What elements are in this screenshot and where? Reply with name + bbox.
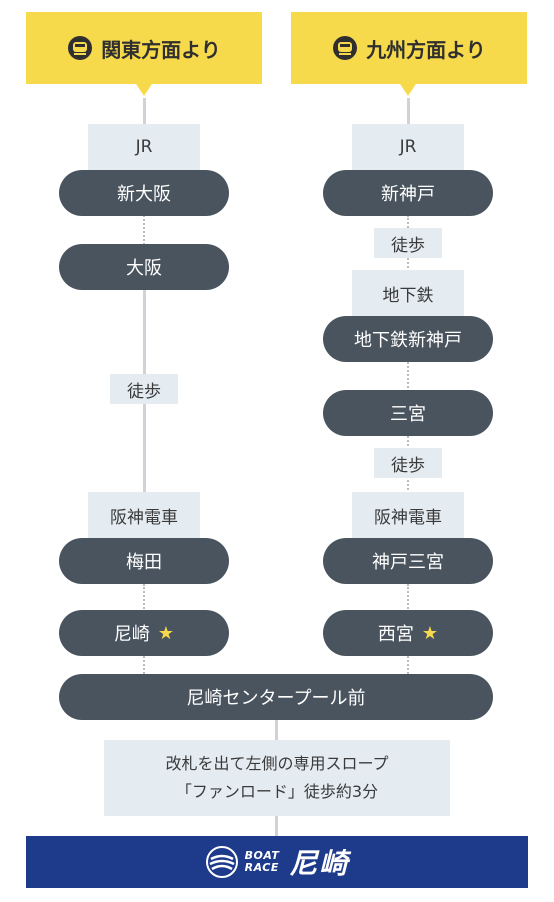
- walk-label: 徒歩: [374, 228, 442, 258]
- connector-line: [143, 290, 146, 540]
- connector-dotted: [407, 656, 409, 678]
- station-nishinomiya: 西宮 ★: [323, 610, 493, 656]
- walk-label: 徒歩: [110, 374, 178, 404]
- line-label-subway: 地下鉄: [352, 270, 464, 316]
- connector-dotted: [143, 656, 145, 678]
- station-shinosaka: 新大阪: [59, 170, 229, 216]
- boatrace-amagasaki-banner: BOAT RACE 尼崎: [26, 836, 528, 888]
- connector-dotted: [407, 215, 409, 319]
- connector-dotted: [407, 436, 409, 538]
- connector-line: [143, 98, 146, 126]
- line-label-jr: JR: [88, 124, 200, 170]
- station-kobe-sannomiya: 神戸三宮: [323, 538, 493, 584]
- station-osaka: 大阪: [59, 244, 229, 290]
- station-shinkobe: 新神戸: [323, 170, 493, 216]
- destination-station: 尼崎センタープール前: [59, 674, 493, 720]
- note-line-1: 改札を出て左側の専用スロープ: [165, 754, 389, 773]
- connector-dotted: [143, 584, 145, 612]
- note-line-2: 「ファンロード」徒歩約3分: [175, 782, 379, 801]
- walk-label: 徒歩: [374, 448, 442, 478]
- left-header-arrow: [136, 84, 152, 96]
- train-icon: [68, 36, 93, 60]
- boatrace-logo-icon: [205, 846, 238, 878]
- star-icon: ★: [421, 622, 439, 644]
- walking-directions-note: 改札を出て左側の専用スロープ 「ファンロード」徒歩約3分: [104, 740, 450, 816]
- station-amagasaki-label: 尼崎: [113, 624, 150, 645]
- left-route-header: 関東方面より: [26, 12, 262, 84]
- line-label-hanshin: 阪神電車: [88, 492, 200, 538]
- station-amagasaki: 尼崎 ★: [59, 610, 229, 656]
- boatrace-logo-text: BOAT RACE: [245, 850, 280, 874]
- train-icon: [333, 36, 358, 60]
- line-label-jr: JR: [352, 124, 464, 170]
- right-route-header: 九州方面より: [291, 12, 527, 84]
- connector-line: [407, 98, 410, 126]
- connector-dotted: [407, 584, 409, 612]
- connector-line: [275, 718, 278, 740]
- left-header-title: 関東方面より: [101, 37, 221, 62]
- right-header-arrow: [400, 84, 416, 96]
- logo-line-boat: BOAT: [244, 849, 280, 862]
- logo-line-race: RACE: [244, 861, 279, 874]
- station-subway-shinkobe: 地下鉄新神戸: [323, 316, 493, 362]
- station-sannomiya: 三宮: [323, 390, 493, 436]
- station-nishinomiya-label: 西宮: [377, 624, 414, 645]
- star-icon: ★: [157, 622, 175, 644]
- line-label-hanshin: 阪神電車: [352, 492, 464, 538]
- connector-dotted: [407, 362, 409, 392]
- station-umeda: 梅田: [59, 538, 229, 584]
- connector-dotted: [143, 215, 145, 245]
- connector-line: [275, 816, 278, 836]
- brand-name: 尼崎: [289, 847, 350, 880]
- right-header-title: 九州方面より: [366, 37, 486, 62]
